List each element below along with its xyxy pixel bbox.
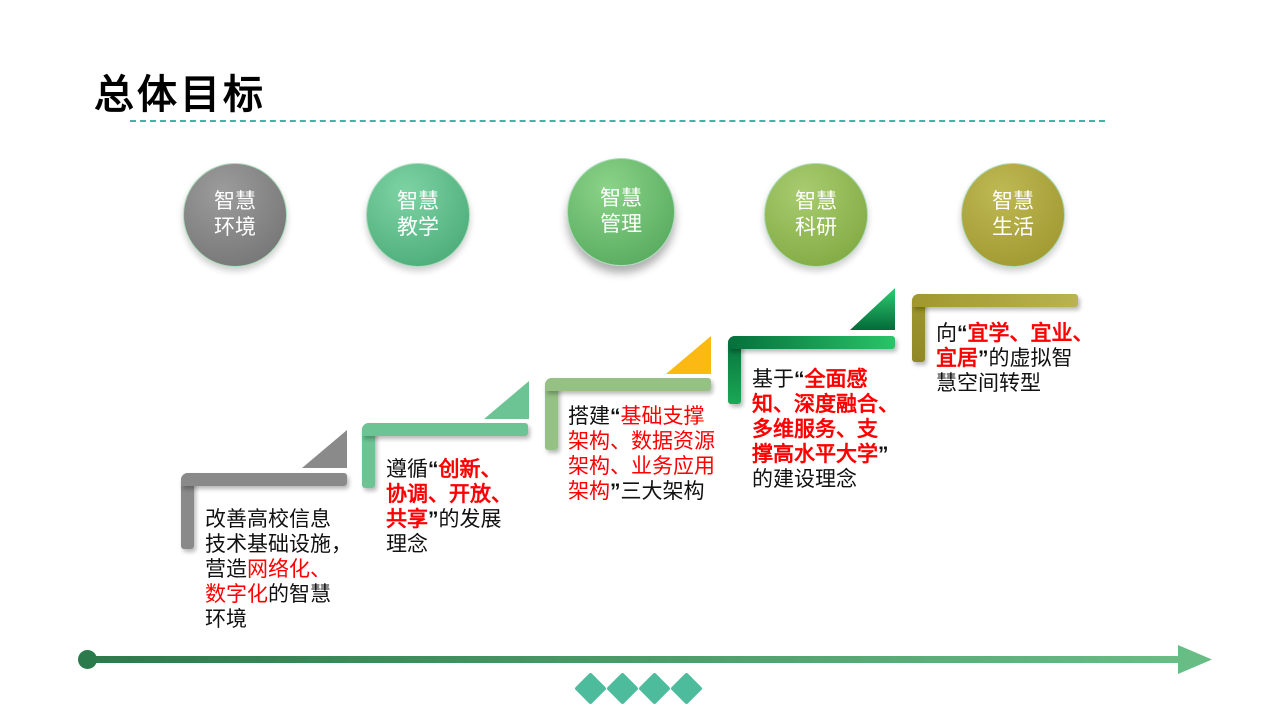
step-bracket-1 [181,473,347,549]
bracket-vertical-arm [912,294,925,362]
circle-smart-research: 智慧科研 [764,163,868,267]
page-title: 总体目标 [94,73,266,117]
timeline-start-dot [78,650,97,669]
circle-label: 智慧管理 [600,187,642,236]
step-description-2: 遵循“创新、 协调、开放、 共享”的发展 理念 [386,458,512,556]
step-bracket-2 [362,423,528,488]
diamond-marker [574,672,607,705]
step-description-4: 基于“全面感 知、深度融合、 多维服务、支 撑高水平大学” 的建设理念 [752,368,899,491]
timeline-arrowhead-icon [1178,645,1212,674]
bracket-horizontal-arm [181,473,347,486]
step-bracket-5 [912,294,1078,362]
step-bracket-3 [545,378,711,450]
circle-smart-teaching: 智慧教学 [366,163,470,267]
timeline-line [88,656,1180,663]
bracket-vertical-arm [362,423,375,488]
diamond-marker [670,672,703,705]
step-transition-triangle-3 [666,336,711,374]
bracket-horizontal-arm [912,294,1078,307]
diamond-marker [638,672,671,705]
bracket-horizontal-arm [545,378,711,391]
circle-label: 智慧科研 [795,190,837,239]
bracket-horizontal-arm [362,423,528,436]
circle-smart-life: 智慧生活 [961,163,1065,267]
step-description-3: 搭建“基础支撑 架构、数据资源 架构、业务应用 架构”三大架构 [568,405,715,503]
step-description-1: 改善高校信息 技术基础设施， 营造网络化、 数字化的智慧 环境 [205,508,352,631]
bracket-vertical-arm [181,473,194,549]
step-transition-triangle-2 [484,381,529,419]
diamond-marker [606,672,639,705]
step-bracket-4 [728,336,895,404]
bracket-vertical-arm [545,378,558,450]
step-transition-triangle-1 [302,430,347,468]
bracket-horizontal-arm [728,336,895,349]
circle-smart-management: 智慧管理 [567,158,675,266]
circle-label: 智慧环境 [214,190,256,239]
step-description-5: 向“宜学、宜业、 宜居”的虚拟智 慧空间转型 [936,322,1094,395]
bracket-vertical-arm [728,336,741,404]
title-divider [130,120,1105,122]
circle-label: 智慧生活 [992,190,1034,239]
circle-smart-environment: 智慧环境 [183,163,287,267]
step-transition-triangle-4 [850,288,895,330]
circle-label: 智慧教学 [397,190,439,239]
